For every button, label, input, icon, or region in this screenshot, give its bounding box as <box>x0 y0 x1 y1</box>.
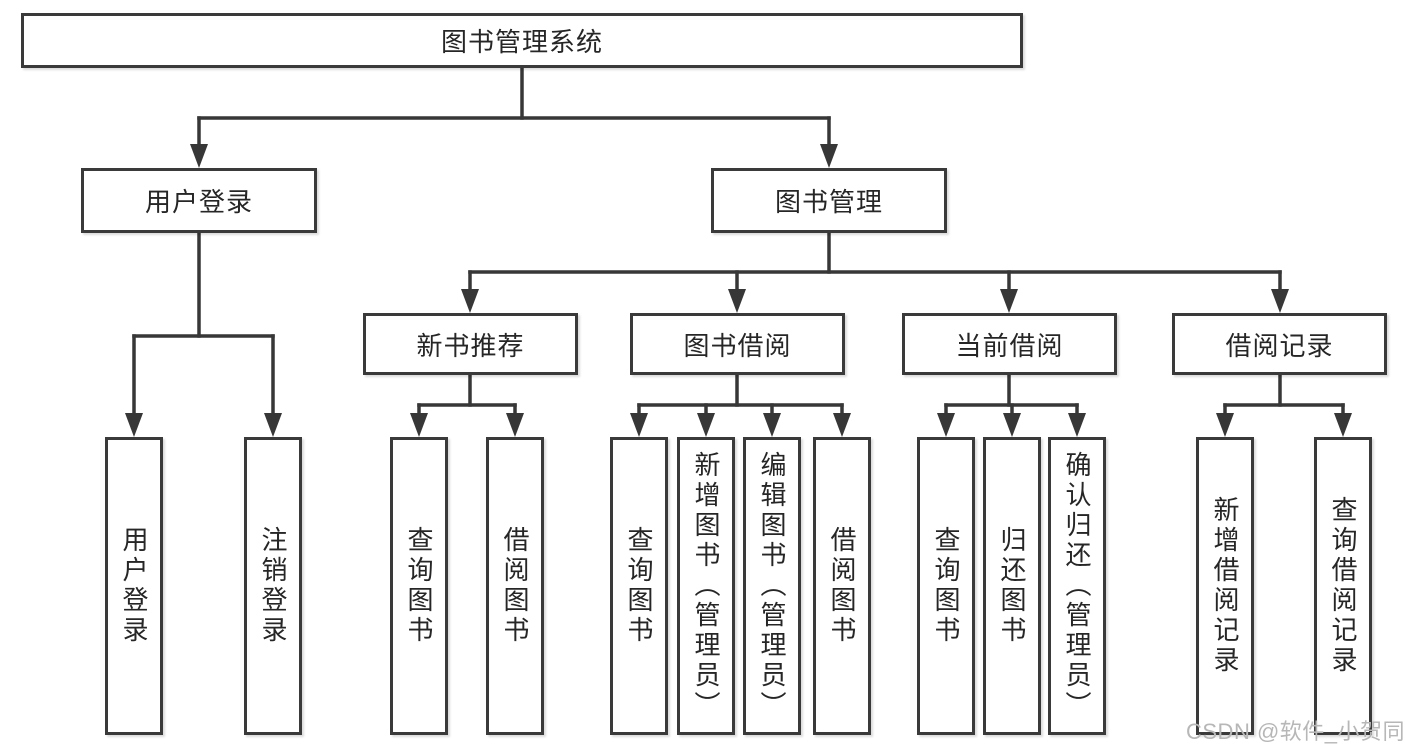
node-library-system: 图书管理系统 <box>21 13 1023 68</box>
node-user-login: 用户登录 <box>81 168 317 233</box>
leaf-borrow-books-recommend-label: 借阅图书 <box>500 526 530 646</box>
leaf-query-books-borrow-label: 查询图书 <box>624 526 654 646</box>
node-borrowing-records: 借阅记录 <box>1172 313 1387 375</box>
node-book-management-label: 图书管理 <box>774 187 883 217</box>
node-new-book-recommendation-label: 新书推荐 <box>416 330 525 361</box>
csdn-watermark: CSDN @软件_小贺同学 <box>1186 719 1405 744</box>
node-library-system-label: 图书管理系统 <box>440 27 603 57</box>
leaf-edit-books-admin-label: 编辑图书（管理员） <box>757 451 787 721</box>
leaf-add-borrow-record: 新增借阅记录 <box>1196 437 1254 735</box>
edge-book-management-to-level3 <box>461 231 1289 313</box>
leaf-edit-books-admin: 编辑图书（管理员） <box>743 437 801 735</box>
leaf-query-borrow-record-label: 查询借阅记录 <box>1328 496 1358 676</box>
edge-user-login-to-leaves <box>125 231 282 437</box>
leaf-logout-label: 注销登录 <box>258 526 288 646</box>
leaf-add-books-admin: 新增图书（管理员） <box>677 437 735 735</box>
edge-new-book-to-leaves <box>410 373 524 437</box>
leaf-query-borrow-record: 查询借阅记录 <box>1314 437 1372 735</box>
leaf-logout: 注销登录 <box>244 437 302 735</box>
leaf-borrow-books-recommend: 借阅图书 <box>486 437 544 735</box>
leaf-borrow-books: 借阅图书 <box>813 437 871 735</box>
node-borrowing-records-label: 借阅记录 <box>1225 330 1334 361</box>
leaf-query-books-current-label: 查询图书 <box>931 526 961 646</box>
node-user-login-label: 用户登录 <box>144 187 253 217</box>
edge-root-to-level2 <box>190 66 838 168</box>
node-current-borrowing: 当前借阅 <box>902 313 1117 375</box>
node-book-management: 图书管理 <box>711 168 947 233</box>
edge-book-borrowing-to-leaves <box>630 373 851 437</box>
leaf-user-login-label: 用户登录 <box>119 526 149 646</box>
node-new-book-recommendation: 新书推荐 <box>363 313 578 375</box>
leaf-return-books-label: 归还图书 <box>997 526 1027 646</box>
leaf-query-books-recommend: 查询图书 <box>390 437 448 735</box>
leaf-user-login: 用户登录 <box>105 437 163 735</box>
leaf-confirm-return-admin: 确认归还（管理员） <box>1048 437 1106 735</box>
leaf-borrow-books-label: 借阅图书 <box>827 526 857 646</box>
leaf-query-books-current: 查询图书 <box>917 437 975 735</box>
node-current-borrowing-label: 当前借阅 <box>955 330 1064 361</box>
leaf-add-books-admin-label: 新增图书（管理员） <box>691 451 721 721</box>
edge-borrow-records-to-leaves <box>1216 373 1352 437</box>
leaf-confirm-return-admin-label: 确认归还（管理员） <box>1062 451 1092 721</box>
leaf-query-books-borrow: 查询图书 <box>610 437 668 735</box>
node-book-borrowing-label: 图书借阅 <box>683 330 792 361</box>
leaf-add-borrow-record-label: 新增借阅记录 <box>1210 496 1240 676</box>
node-book-borrowing: 图书借阅 <box>630 313 845 375</box>
leaf-query-books-recommend-label: 查询图书 <box>404 526 434 646</box>
edge-current-borrowing-to-leaves <box>937 373 1086 437</box>
leaf-return-books: 归还图书 <box>983 437 1041 735</box>
